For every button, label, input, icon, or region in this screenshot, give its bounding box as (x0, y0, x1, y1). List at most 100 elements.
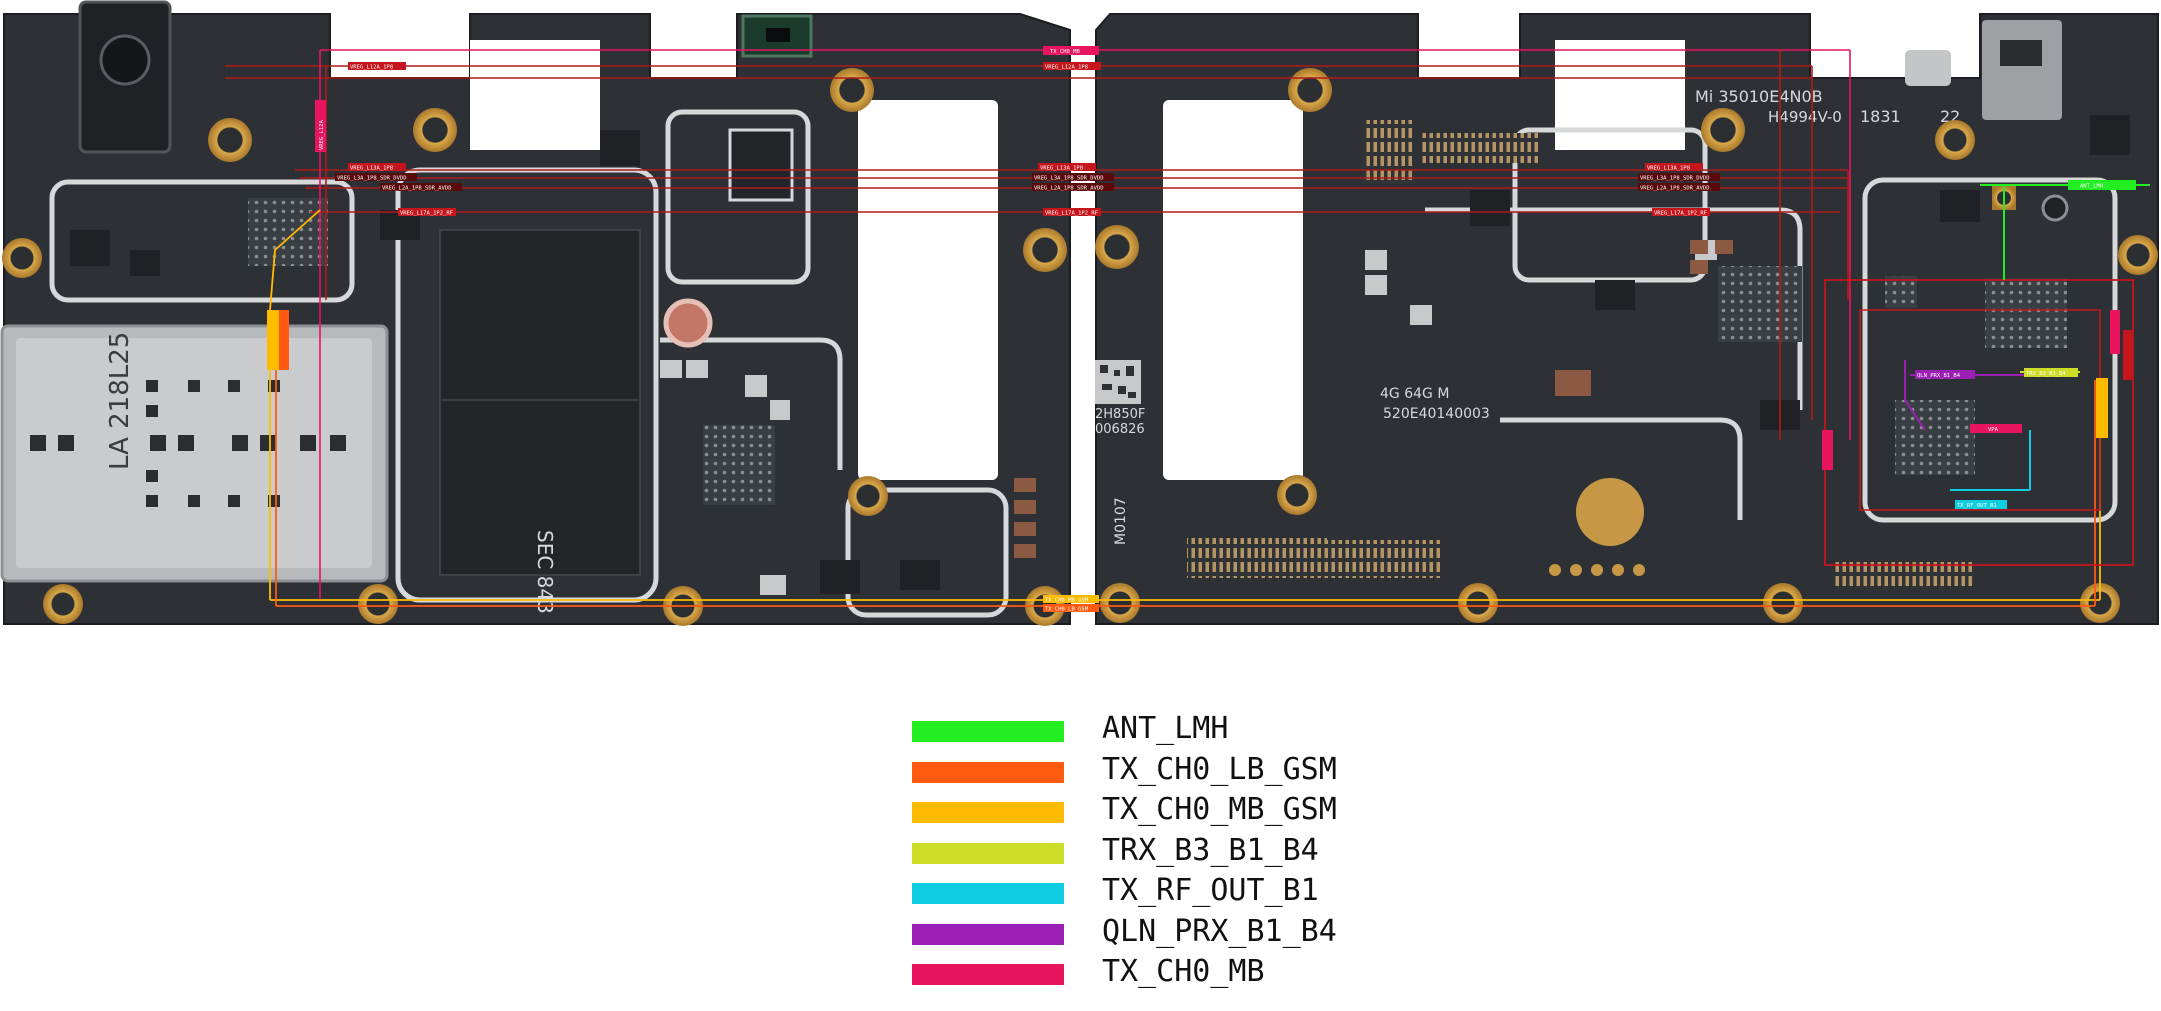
svg-text:VREG_L12A: VREG_L12A (319, 120, 325, 150)
legend-label: TX_CH0_LB_GSM (1102, 751, 1337, 787)
svg-text:TX_CH0_LB_GSM: TX_CH0_LB_GSM (1045, 607, 1089, 613)
svg-text:TX_RF_OUT_B1: TX_RF_OUT_B1 (1957, 503, 1997, 509)
soc-bga (703, 425, 775, 505)
net-tag: VREG_L13A_1P8 (1645, 163, 1703, 172)
svg-text:TX_CH0_MB_GSM: TX_CH0_MB_GSM (1045, 598, 1089, 604)
svg-text:VREG_L2A_1P8_SDR_AVDD: VREG_L2A_1P8_SDR_AVDD (382, 186, 452, 192)
sim-silk-label: LA 218L25 (105, 332, 135, 470)
svg-text:VREG_L12A_1P8: VREG_L12A_1P8 (1045, 65, 1088, 71)
legend-label: ANT_LMH (1102, 711, 1229, 746)
net-tag: VREG_L3A_1P8_SDR_DVDD (1032, 173, 1114, 182)
svg-text:VREG_L2A_1P8_SDR_AVDD: VREG_L2A_1P8_SDR_AVDD (1034, 186, 1104, 192)
mounting-holes-left (2, 68, 1067, 626)
chip-mark-label: SEC 843 (533, 530, 557, 614)
card-connector (1982, 20, 2062, 120)
date-code-a: 1831 (1860, 107, 1901, 126)
legend-label: TX_CH0_MB_GSM (1102, 792, 1337, 827)
mounting-holes-right (1095, 68, 2158, 623)
legend-swatch (912, 761, 1064, 783)
svg-text:ANT_LMH: ANT_LMH (2080, 184, 2103, 190)
legend-label: TX_CH0_MB (1102, 954, 1265, 989)
legend: ANT_LMH TX_CH0_LB_GSM TX_CH0_MB_GSM TRX_… (912, 712, 1412, 996)
legend-item: TX_CH0_LB_GSM (912, 751, 1412, 794)
legend-item: TX_CH0_MB (912, 955, 1412, 996)
svg-text:VREG_L13A_1P8: VREG_L13A_1P8 (350, 166, 393, 172)
legend-label: TX_RF_OUT_B1 (1102, 873, 1319, 908)
net-tag: TX_CH0_MB_GSM (1043, 595, 1099, 604)
left-board: LA 218L25 SEC 843 (0, 0, 1071, 626)
svg-text:VREG_L2A_1P8_SDR_AVDD: VREG_L2A_1P8_SDR_AVDD (1640, 186, 1710, 192)
btb-connector-4 (1310, 540, 1440, 578)
svg-text:VREG_L17A_1P2_RF: VREG_L17A_1P2_RF (1654, 211, 1707, 217)
legend-label: QLN_PRX_B1_B4 (1102, 913, 1337, 949)
gold-contact-pad (1576, 478, 1644, 546)
net-tag: TX_CH0_LB_GSM (1043, 604, 1099, 613)
svg-text:VPA: VPA (1988, 427, 1999, 433)
net-tag: VREG_L17A_1P2_RF (398, 208, 456, 217)
svg-text:TRX_B3_B1_B4: TRX_B3_B1_B4 (2026, 371, 2066, 377)
legend-item: ANT_LMH (912, 712, 1412, 753)
svg-text:VREG_L3A_1P8_SDR_DVDD: VREG_L3A_1P8_SDR_DVDD (337, 176, 407, 182)
legend-label: TRX_B3_B1_B4 (1102, 832, 1319, 868)
net-tag: VREG_L17A_1P2_RF (1043, 208, 1101, 217)
net-tag: ANT_LMH (2068, 180, 2136, 190)
legend-swatch (912, 721, 1064, 742)
legend-swatch (912, 842, 1064, 864)
legend-item: TX_RF_OUT_B1 (912, 874, 1412, 915)
board-cutout-1 (470, 40, 600, 150)
transceiver-bga (1718, 266, 1802, 342)
board-cutout-2 (1555, 40, 1685, 150)
svg-text:VREG_L13A_1P8: VREG_L13A_1P8 (1040, 166, 1083, 172)
net-tag: VREG_L17A_1P2_RF (1652, 208, 1710, 217)
ram-chip (439, 229, 641, 401)
flash-label-a: 4G 64G M (1380, 386, 1449, 402)
svg-text:QLN_PRX_B1_B4: QLN_PRX_B1_B4 (1917, 373, 1961, 379)
net-tag: QLN_PRX_B1_B4 (1915, 370, 1975, 379)
legend-item: QLN_PRX_B1_B4 (912, 913, 1412, 956)
qr-label-a: 2H850F (1095, 407, 1145, 422)
shield-outline-c (665, 109, 811, 285)
svg-text:VREG_L13A_1P8: VREG_L13A_1P8 (1647, 166, 1690, 172)
net-tag: VREG_L13A_1P8 (348, 163, 406, 172)
svg-text:TX_CH0_MB: TX_CH0_MB (1050, 49, 1080, 55)
svg-text:VREG_L3A_1P8_SDR_DVDD: VREG_L3A_1P8_SDR_DVDD (1034, 176, 1104, 182)
shield-outline-a (49, 179, 355, 303)
btb-connector-2 (1363, 120, 1413, 184)
svg-text:VREG_L3A_1P8_SDR_DVDD: VREG_L3A_1P8_SDR_DVDD (1640, 176, 1710, 182)
net-tag: VREG_L12A_1P8 (1043, 62, 1101, 71)
shield-outline-i (1500, 417, 1743, 520)
board-model-label: Mi 35010E4N0B (1695, 87, 1823, 106)
net-tag: VPA (1970, 424, 2022, 433)
crystal (1905, 50, 1951, 86)
pa-bga (1985, 278, 2067, 348)
shield-outline-e (660, 337, 843, 470)
net-tag: TRX_B3_B1_B4 (2024, 368, 2078, 377)
display-cutout-right (1163, 100, 1303, 480)
net-tag: VREG_L2A_1P8_SDR_AVDD (380, 183, 462, 192)
net-tag: VREG_L3A_1P8_SDR_DVDD (335, 173, 417, 182)
copper-test-pad (663, 298, 713, 348)
legend-swatch (912, 802, 1064, 823)
net-tag: VREG_L2A_1P8_SDR_AVDD (1032, 183, 1114, 192)
net-tag: VREG_L12A_1P8 (348, 62, 406, 71)
legend-swatch (912, 964, 1064, 985)
lna-bga (1895, 400, 1975, 475)
net-tag: VREG_L2A_1P8_SDR_AVDD (1638, 183, 1720, 192)
net-tag: VREG_L13A_1P8 (1038, 163, 1096, 172)
svg-text:VREG_L17A_1P2_RF: VREG_L17A_1P2_RF (1045, 211, 1098, 217)
right-board: 4G 64G M 520E40140003 2H850F 006826 M010… (1095, 13, 2159, 625)
legend-swatch (912, 883, 1064, 904)
net-tag: TX_RF_OUT_B1 (1955, 500, 2007, 509)
net-tag: TX_CH0_MB (1043, 46, 1099, 55)
svg-text:VREG_L17A_1P2_RF: VREG_L17A_1P2_RF (400, 211, 453, 217)
emmc-chip (439, 399, 641, 576)
net-tag: VREG_L12A (315, 100, 326, 152)
btb-connector-1 (1422, 133, 1538, 163)
display-cutout-left (858, 100, 998, 480)
rotated-mark: M0107 (1113, 497, 1129, 545)
legend-swatch (912, 923, 1064, 945)
net-tags: VREG_L12A_1P8 TX_CH0_MB VREG_L12A_1P8 VR… (267, 46, 2136, 613)
svg-text:VREG_L12A_1P8: VREG_L12A_1P8 (350, 65, 393, 71)
pmic-bga (248, 198, 328, 266)
legend-item: TX_CH0_MB_GSM (912, 793, 1412, 834)
